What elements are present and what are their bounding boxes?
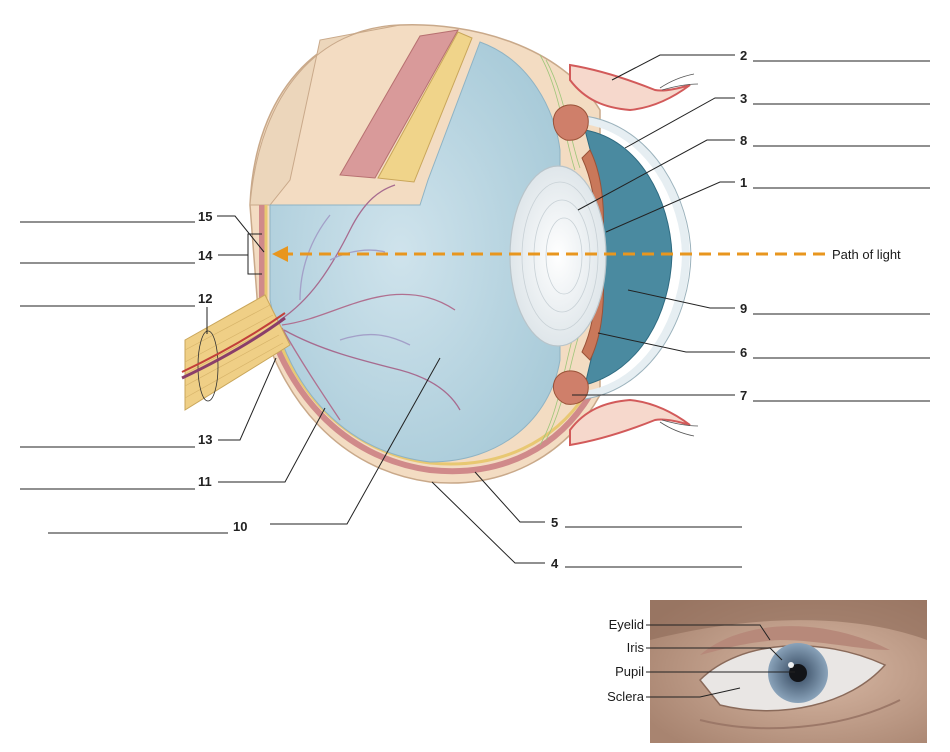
callout-7: 7 [572, 388, 930, 403]
callout-5: 5 [474, 471, 742, 530]
photo-label-eyelid: Eyelid [609, 617, 644, 632]
callout-number: 15 [198, 209, 212, 224]
callout-number: 14 [198, 248, 213, 263]
callout-9: 9 [627, 289, 930, 316]
callout-13: 13 [20, 357, 277, 448]
callout-number: 13 [198, 432, 212, 447]
vitreous-body [269, 41, 561, 463]
callout-number: 4 [551, 556, 559, 571]
photo-labels: Eyelid Iris Pupil Sclera [607, 617, 795, 704]
callout-3: 3 [624, 91, 930, 149]
photo-pupil [789, 664, 807, 682]
callout-number: 5 [551, 515, 558, 530]
callout-number: 9 [740, 301, 747, 316]
retinal-vessels [279, 184, 461, 421]
callout-6: 6 [597, 332, 930, 360]
photo-label-sclera: Sclera [607, 689, 645, 704]
callout-number: 3 [740, 91, 747, 106]
ciliary-body-upper [552, 104, 589, 141]
callout-number: 7 [740, 388, 747, 403]
callout-8: 8 [577, 133, 930, 211]
callout-number: 12 [198, 291, 212, 306]
ciliary-body-lower [552, 370, 589, 405]
callout-1: 1 [605, 175, 930, 233]
callout-14: 14 [20, 233, 262, 275]
light-path-arrow [272, 246, 825, 262]
retina-layer [377, 31, 473, 183]
choroid-layer [339, 29, 459, 179]
callout-number: 2 [740, 48, 747, 63]
eyelashes [659, 73, 699, 437]
optic-nerve [181, 294, 291, 411]
callout-10: 10 [48, 357, 441, 534]
callout-number: 11 [198, 474, 212, 489]
path-of-light-label: Path of light [832, 247, 901, 262]
eye-photo [650, 600, 927, 743]
callout-12: 12 [20, 291, 212, 334]
anterior-chamber [584, 129, 673, 386]
photo-label-iris: Iris [627, 640, 645, 655]
callout-number: 1 [740, 175, 747, 190]
lower-eyelid [569, 398, 691, 447]
callout-number: 10 [233, 519, 247, 534]
photo-label-pupil: Pupil [615, 664, 644, 679]
upper-eyelid [569, 63, 691, 112]
cutaway-sclera [249, 24, 401, 206]
callout-15: 15 [20, 209, 265, 253]
callout-2: 2 [611, 48, 930, 81]
lens [509, 165, 607, 347]
callout-number: 8 [740, 133, 747, 148]
posterior-wall [259, 205, 593, 475]
callout-11: 11 [20, 407, 326, 490]
callout-4: 4 [431, 481, 742, 571]
eye-cross-section [181, 23, 699, 484]
callout-number: 6 [740, 345, 747, 360]
